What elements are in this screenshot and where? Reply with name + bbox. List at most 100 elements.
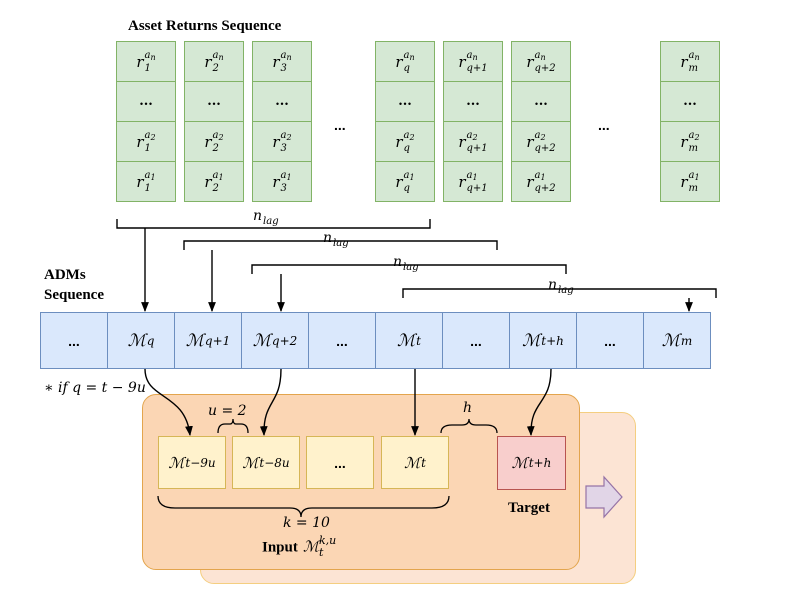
return-asset: a1 [534,169,546,182]
return-symbol: r [395,172,403,191]
return-asset: a2 [403,129,415,142]
return-asset: a1 [144,169,156,182]
nlag-label-1: nlag [253,208,279,227]
return-symbol: r [136,132,144,151]
return-time: q+2 [534,62,556,74]
adm-subscript: q+2 [271,333,298,348]
return-symbol: r [680,132,688,151]
return-symbol: r [458,132,466,151]
adm-subscript: q [146,333,155,348]
return-asset: an [144,49,156,62]
return-time: q [403,142,410,154]
input-subscript: t−8u [259,455,290,470]
return-time: m [688,142,699,154]
adm-cell-dots: ... [40,312,108,369]
adm-subscript: t+h [541,333,564,348]
adm-symbol: ℳ [127,330,146,351]
adm-symbol: ℳ [396,330,416,351]
return-time: 2 [212,142,219,154]
nlag-label-3: nlag [393,254,419,273]
return-time: 2 [212,182,219,194]
nlag-bracket-1 [116,219,431,229]
input-symbol: ℳ [242,453,259,472]
return-time: q [403,182,410,194]
return-time: q+1 [466,62,488,74]
nlag-bracket-3 [251,264,567,274]
input-label-sup: k,u [319,534,337,547]
return-symbol: r [395,52,403,71]
arrow-mq1-to-input [259,368,282,436]
input-subscript: t−9u [185,455,216,470]
arrow-mth-to-target [526,368,552,436]
return-symbol: r [204,52,212,71]
gap-dots-right: ... [598,117,610,133]
return-symbol: r [272,52,280,71]
return-symbol: r [204,172,212,191]
k-label: k = 10 [283,515,330,531]
input-subscript: t [421,455,426,470]
return-cell-dots: ... [184,81,244,122]
return-symbol: r [136,172,144,191]
return-asset: an [534,49,546,62]
input-label-sub: t [319,546,324,559]
return-asset: an [212,49,224,62]
return-time: q [403,62,410,74]
return-symbol: r [458,172,466,191]
return-time: m [688,182,699,194]
h-label: h [463,400,473,416]
adm-subscript: q+1 [204,333,231,348]
return-time: 3 [280,62,287,74]
input-symbol: ℳ [168,453,185,472]
input-cell-dots: ... [306,436,374,489]
gap-dots-left: ... [334,117,346,133]
adm-symbol: ℳ [185,330,204,351]
return-symbol: r [272,132,280,151]
return-time: 3 [280,182,287,194]
nlag-label-4: nlag [548,277,574,296]
adm-subscript: t [416,333,421,348]
return-time: q+2 [534,142,556,154]
return-symbol: r [680,52,688,71]
return-asset: an [466,49,478,62]
return-asset: an [403,49,415,62]
input-symbol: ℳ [404,453,421,472]
return-asset: a1 [280,169,292,182]
target-cell-symbol: ℳ [511,454,528,472]
return-asset: a2 [144,129,156,142]
return-asset: a1 [403,169,415,182]
return-symbol: r [458,52,466,71]
adm-symbol: ℳ [522,330,541,351]
return-symbol: r [395,132,403,151]
return-time: m [688,62,698,74]
return-asset: a2 [212,129,224,142]
return-cell-dots: ... [375,81,435,122]
adm-symbol: ℳ [252,330,271,351]
return-cell-dots: ... [660,81,720,122]
condition-note: ∗ if q = t − 9u [44,380,146,396]
return-asset: a2 [280,129,292,142]
return-time: 2 [212,62,219,74]
